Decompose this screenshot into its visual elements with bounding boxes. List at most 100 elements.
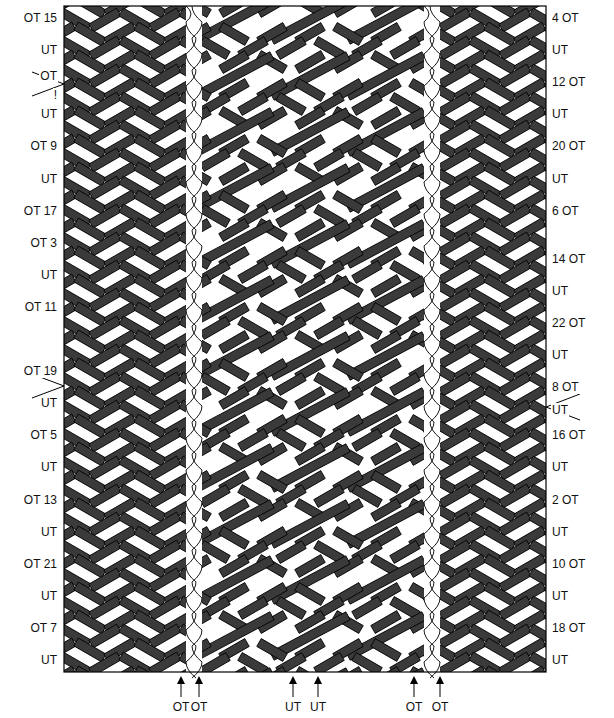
strand-bar bbox=[134, 442, 166, 466]
strand-bar bbox=[134, 6, 166, 18]
strand-bar bbox=[149, 288, 181, 312]
row-label: UT bbox=[40, 107, 58, 121]
strand-bar bbox=[499, 624, 531, 648]
strand-bar bbox=[499, 316, 531, 340]
strand-bar bbox=[134, 666, 166, 672]
strand-bar bbox=[134, 386, 166, 410]
strand-bar bbox=[149, 428, 181, 452]
strand-bar bbox=[179, 652, 186, 672]
strand-bar bbox=[499, 652, 531, 672]
strand-bar bbox=[89, 232, 121, 256]
strand-bars bbox=[440, 6, 546, 672]
strand-bar bbox=[409, 247, 424, 270]
strand-bar bbox=[219, 667, 249, 672]
strand-bar bbox=[371, 667, 401, 672]
strand-bar bbox=[314, 653, 344, 672]
strand-bar bbox=[440, 22, 456, 46]
strand-bar bbox=[134, 526, 166, 550]
strand-bar bbox=[149, 204, 181, 228]
strand-bar bbox=[202, 135, 211, 158]
row-label: UT bbox=[551, 460, 569, 474]
strand-bar bbox=[409, 583, 424, 606]
strand-bar bbox=[499, 428, 531, 452]
strand-bar bbox=[440, 498, 456, 522]
strand-bar bbox=[149, 400, 181, 424]
strand-bar bbox=[440, 610, 456, 634]
strand-bar bbox=[89, 316, 121, 340]
strand-bar bbox=[440, 106, 456, 130]
strand-bar bbox=[440, 288, 471, 312]
strand-bar bbox=[134, 414, 166, 438]
strand-bar bbox=[74, 6, 106, 18]
strand-bar bbox=[149, 456, 181, 480]
strand-bar bbox=[89, 176, 121, 200]
strand-bar bbox=[164, 666, 186, 672]
strand-bar bbox=[74, 470, 106, 494]
strand-bar bbox=[484, 134, 516, 158]
strand-bar bbox=[149, 232, 181, 256]
strand-bar bbox=[89, 204, 121, 228]
row-label: OT 19 bbox=[23, 364, 58, 378]
row-label: OT 17 bbox=[23, 204, 58, 218]
strand-bar bbox=[89, 512, 121, 536]
strand-bar bbox=[74, 554, 106, 578]
strand-bar bbox=[202, 149, 230, 172]
strand-bar bbox=[134, 330, 166, 354]
strand-bar bbox=[104, 666, 136, 672]
strand-bar bbox=[454, 666, 486, 672]
strand-bar bbox=[202, 387, 211, 410]
strand-bar bbox=[440, 624, 471, 648]
row-label: UT bbox=[551, 403, 569, 417]
strand-bar bbox=[134, 78, 166, 102]
row-label: 18 OT bbox=[551, 621, 586, 635]
strand-bar bbox=[149, 120, 181, 144]
strand-bar bbox=[89, 596, 121, 620]
strand-bars bbox=[64, 6, 186, 672]
strand-bar bbox=[149, 596, 181, 620]
row-label: OT bbox=[39, 69, 58, 83]
strand-bar bbox=[440, 568, 471, 592]
strand-bar bbox=[484, 302, 516, 326]
strand-bar bbox=[134, 22, 166, 46]
strand-bar bbox=[149, 344, 181, 368]
strand-arrow bbox=[440, 680, 441, 697]
strand-bar bbox=[89, 652, 121, 672]
row-label: UT bbox=[40, 172, 58, 186]
row-label: 16 OT bbox=[551, 428, 586, 442]
strand-bar bbox=[440, 372, 471, 396]
strand-label: OT bbox=[190, 700, 209, 714]
strand-bar bbox=[134, 302, 166, 326]
strand-bar bbox=[89, 540, 121, 564]
strand-bar bbox=[484, 386, 516, 410]
row-label: OT 15 bbox=[23, 11, 58, 25]
strand-bar bbox=[74, 78, 106, 102]
strand-bar bbox=[514, 666, 546, 672]
strand-bar bbox=[257, 303, 287, 326]
strand-bar bbox=[484, 190, 516, 214]
strand-bar bbox=[484, 106, 516, 130]
strand-bar bbox=[89, 8, 121, 32]
strand-arrow bbox=[414, 680, 415, 697]
row-label: ! bbox=[53, 88, 58, 102]
strand-bar bbox=[499, 456, 531, 480]
strand-bar bbox=[89, 400, 121, 424]
strand-curve bbox=[424, 6, 434, 678]
strand-bar bbox=[484, 610, 516, 634]
strand-bar bbox=[484, 50, 516, 74]
strand-bar bbox=[440, 638, 456, 662]
strand-bar bbox=[440, 554, 456, 578]
strand-bar bbox=[219, 527, 249, 550]
strand-bar bbox=[74, 134, 106, 158]
strand-bar bbox=[74, 666, 106, 672]
strand-bar bbox=[440, 526, 456, 550]
strand-bar bbox=[333, 191, 363, 214]
strand-bar bbox=[89, 36, 121, 60]
strand-bar bbox=[134, 358, 166, 382]
strand-bar bbox=[134, 190, 166, 214]
strand-arrow bbox=[199, 680, 200, 697]
strand-bar bbox=[276, 37, 306, 60]
row-label: 20 OT bbox=[551, 139, 586, 153]
row-label: 14 OT bbox=[551, 252, 586, 266]
row-label: UT bbox=[551, 525, 569, 539]
strand-bar bbox=[270, 668, 350, 672]
